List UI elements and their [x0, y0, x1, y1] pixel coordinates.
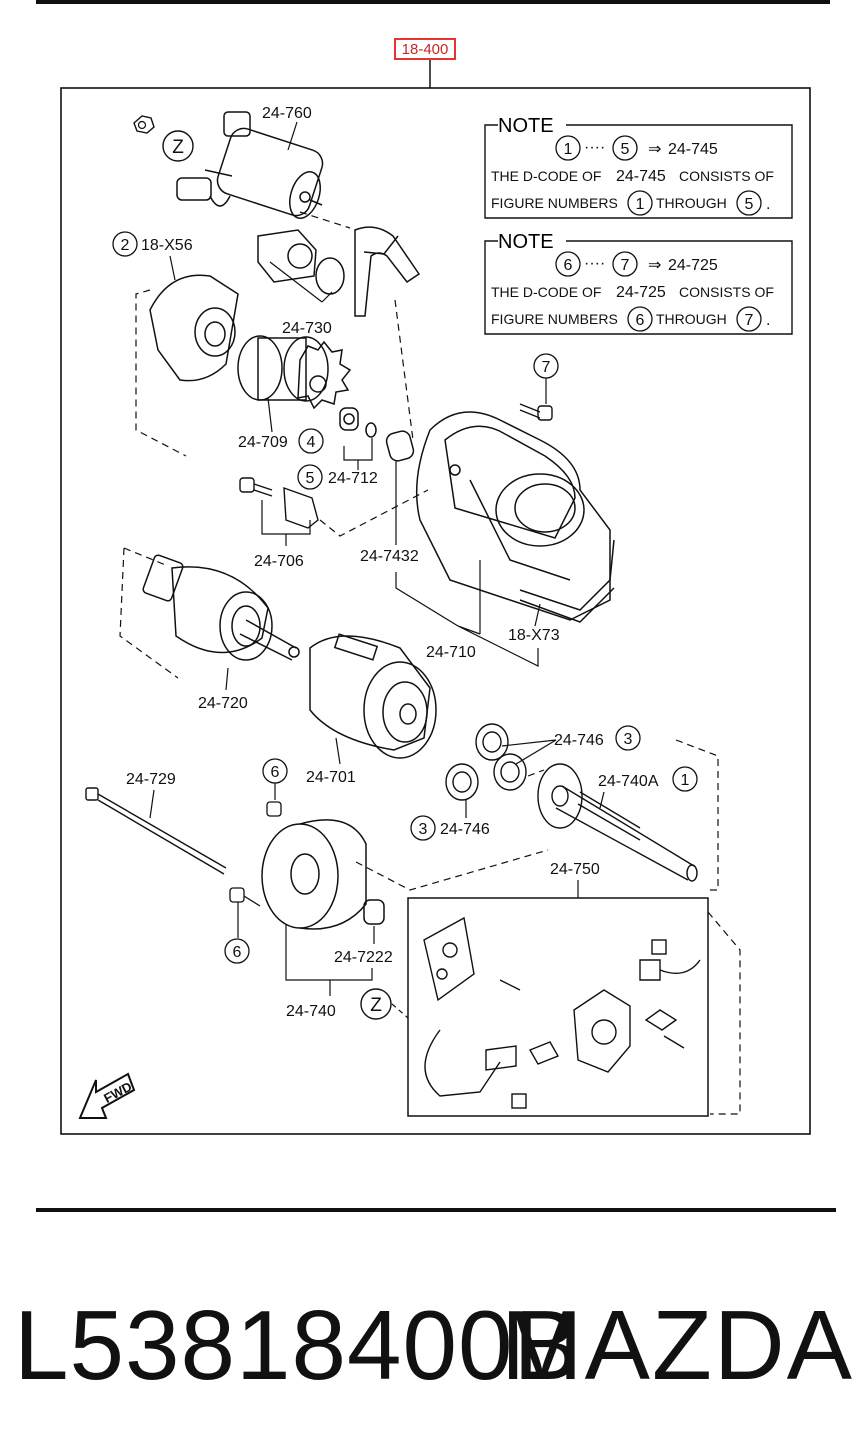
note-1-start: 1 [564, 141, 573, 158]
label-24-740A: 24-740A [598, 773, 659, 790]
note-1-line1-prefix: THE D-CODE OF [491, 168, 601, 184]
long-bolt-illustration [85, 787, 227, 875]
note-2-heading: NOTE [498, 231, 554, 253]
parts-diagram: NOTE 1 ···· 5 ⇒ 24-745 THE D-CODE OF 24-… [60, 60, 811, 1135]
callout-5[interactable] [297, 464, 323, 490]
note-2-code: 24-725 [668, 257, 718, 274]
label-18-X73: 18-X73 [508, 627, 560, 644]
label-24-7432: 24-7432 [360, 548, 419, 565]
callout-3-bottom-text: 3 [419, 821, 428, 838]
callout-7-text: 7 [542, 359, 551, 376]
brush-holder-illustration [423, 916, 701, 1109]
note-1-end: 5 [621, 141, 630, 158]
note-1-code: 24-745 [668, 141, 718, 158]
note-2-line1-code: 24-725 [616, 284, 666, 301]
label-24-709: 24-709 [238, 434, 288, 451]
label-24-729: 24-729 [126, 771, 176, 788]
callout-6-bottom-text: 6 [233, 944, 242, 961]
note-2-to: 7 [745, 312, 754, 329]
label-24-701: 24-701 [306, 769, 356, 786]
brand-name: MAZDA [501, 1290, 854, 1400]
callout-3-top[interactable] [615, 725, 641, 751]
z-callout-top-text: Z [172, 137, 184, 158]
footer: L53818400B MAZDA [14, 1290, 854, 1400]
note-2-from: 6 [636, 312, 645, 329]
callout-6-bottom[interactable] [224, 938, 250, 964]
note-1-through: THROUGH [656, 195, 727, 211]
callout-4-text: 4 [307, 434, 316, 451]
note-box-2: NOTE 6 ···· 7 ⇒ 24-725 THE D-CODE OF 24-… [484, 231, 793, 335]
callout-3-top-text: 3 [624, 731, 633, 748]
front-cover-illustration [149, 274, 239, 382]
label-24-712: 24-712 [328, 470, 378, 487]
note-2-line2-prefix: FIGURE NUMBERS [491, 311, 618, 327]
callout-4[interactable] [298, 428, 324, 454]
z-callout-top[interactable] [162, 130, 194, 162]
note-2-end: 7 [621, 257, 630, 274]
label-24-720: 24-720 [198, 695, 248, 712]
note-1-to: 5 [745, 196, 754, 213]
label-24-750: 24-750 [550, 861, 600, 878]
brush-holder-box [407, 897, 709, 1117]
pinion-clutch-illustration [237, 335, 352, 410]
callout-1-text: 1 [681, 772, 690, 789]
bolt-7-illustration [519, 403, 553, 421]
label-24-760: 24-760 [262, 105, 312, 122]
nut-illustration [133, 115, 155, 134]
bottom-rule [36, 1208, 836, 1212]
label-24-730: 24-730 [282, 320, 332, 337]
note-2-start: 6 [564, 257, 573, 274]
label-24-710: 24-710 [426, 644, 476, 661]
callout-6-top-text: 6 [271, 764, 280, 781]
planetary-gears-illustration [445, 723, 527, 801]
note-2-line1-prefix: THE D-CODE OF [491, 284, 601, 300]
screw-6-top [266, 801, 282, 817]
callout-3-bottom[interactable] [410, 815, 436, 841]
fwd-label: FWD [101, 1079, 134, 1106]
label-24-746-top: 24-746 [554, 732, 604, 749]
note-1-dots: ···· [584, 139, 605, 156]
reference-tag[interactable]: 18-400 [394, 38, 456, 60]
z-callout-bottom[interactable] [360, 988, 392, 1020]
yoke-illustration [309, 633, 437, 759]
note-box-1: NOTE 1 ···· 5 ⇒ 24-745 THE D-CODE OF 24-… [484, 115, 793, 219]
note-2-arrow: ⇒ [648, 257, 661, 274]
note-1-period: . [766, 196, 770, 213]
part-number: L53818400B [14, 1290, 580, 1400]
through-bolt-set-illustration [239, 477, 319, 529]
note-1-arrow: ⇒ [648, 141, 661, 158]
pinion-shaft-illustration [537, 763, 698, 882]
callout-5-text: 5 [306, 470, 315, 487]
note-2-period: . [766, 312, 770, 329]
label-24-740: 24-740 [286, 1003, 336, 1020]
note-1-line1-code: 24-745 [616, 168, 666, 185]
note-1-line1-suffix: CONSISTS OF [679, 168, 774, 184]
callout-2-text: 2 [121, 237, 130, 254]
label-18-X56: 18-X56 [141, 237, 193, 254]
callout-1[interactable] [672, 766, 698, 792]
note-1-from: 1 [636, 196, 645, 213]
note-1-line2-prefix: FIGURE NUMBERS [491, 195, 618, 211]
screw-6-bottom [229, 887, 245, 903]
note-2-through: THROUGH [656, 311, 727, 327]
label-24-746-bottom: 24-746 [440, 821, 490, 838]
diagram-frame [60, 87, 811, 1135]
z-callout-bottom-text: Z [370, 995, 382, 1016]
note-1-heading: NOTE [498, 115, 554, 137]
stop-ring-illustration [339, 407, 415, 462]
solenoid-illustration [176, 111, 324, 219]
label-24-7222: 24-7222 [334, 949, 393, 966]
lever-assembly [257, 226, 421, 317]
drive-housing-illustration [415, 411, 615, 623]
callout-2[interactable] [112, 231, 138, 257]
armature-illustration [142, 554, 300, 661]
rear-housing-illustration [261, 819, 385, 930]
note-2-line1-suffix: CONSISTS OF [679, 284, 774, 300]
top-rule [36, 0, 830, 4]
fwd-arrow-icon: FWD [78, 1072, 136, 1119]
note-2-dots: ···· [584, 255, 605, 272]
label-24-706: 24-706 [254, 553, 304, 570]
